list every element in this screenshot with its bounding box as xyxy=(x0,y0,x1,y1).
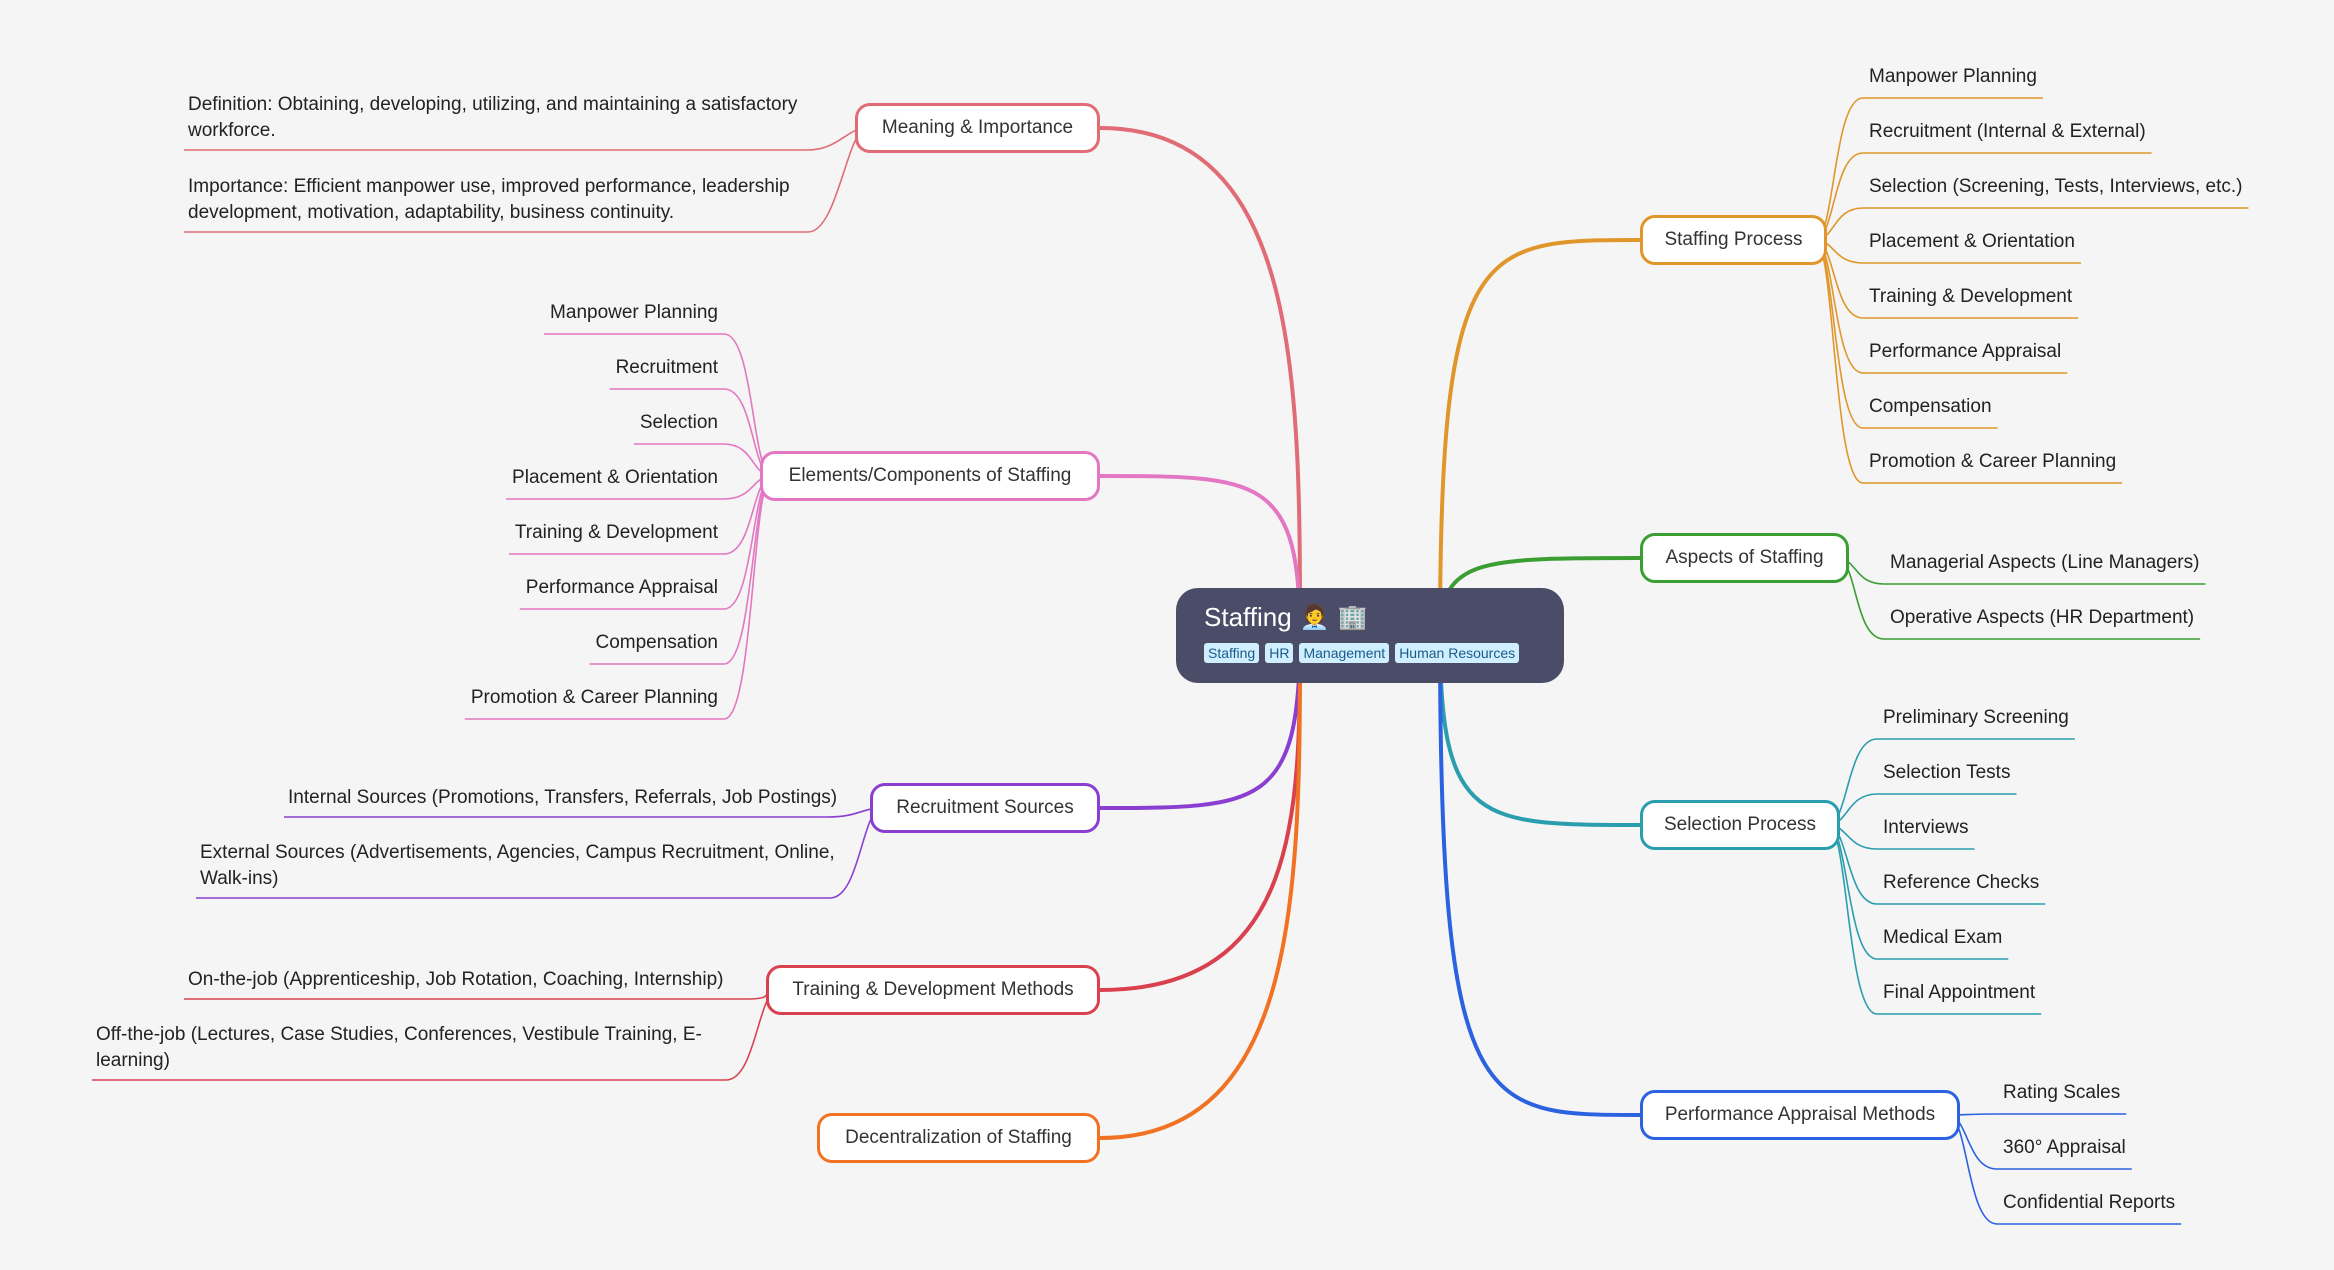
leaf-appraisal-2[interactable]: Confidential Reports xyxy=(2003,1192,2176,1213)
root-link-elements xyxy=(1099,474,1302,637)
leaf-process-7[interactable]: Promotion & Career Planning xyxy=(1869,451,2117,472)
branch-node-selection[interactable]: Selection Process xyxy=(1640,800,1840,850)
leaf-selection-5[interactable]: Final Appointment xyxy=(1883,982,2036,1003)
leaf-link-selection-5 xyxy=(1827,824,1878,1015)
branch-node-appraisal[interactable]: Performance Appraisal Methods xyxy=(1640,1090,1960,1140)
branch-node-process[interactable]: Staffing Process xyxy=(1640,215,1827,265)
leaf-process-2[interactable]: Selection (Screening, Tests, Interviews,… xyxy=(1869,176,2243,197)
tag-human-resources[interactable]: Human Resources xyxy=(1395,643,1520,663)
leaf-selection-2[interactable]: Interviews xyxy=(1883,817,1969,838)
leaf-appraisal-1[interactable]: 360° Appraisal xyxy=(2003,1137,2126,1158)
branch-node-elements[interactable]: Elements/Components of Staffing xyxy=(760,451,1100,501)
leaf-elements-1[interactable]: Recruitment xyxy=(615,357,718,378)
leaf-training-0[interactable]: On-the-job (Apprenticeship, Job Rotation… xyxy=(188,969,724,990)
leaf-recruitment-0[interactable]: Internal Sources (Promotions, Transfers,… xyxy=(288,787,838,808)
leaf-meaning-0[interactable]: Definition: Obtaining, developing, utili… xyxy=(188,94,798,141)
leaf-elements-3[interactable]: Placement & Orientation xyxy=(512,467,718,488)
leaf-process-4[interactable]: Training & Development xyxy=(1869,286,2073,307)
leaf-selection-3[interactable]: Reference Checks xyxy=(1883,872,2040,893)
leaf-process-1[interactable]: Recruitment (Internal & External) xyxy=(1869,121,2146,142)
root-link-training xyxy=(1099,635,1302,992)
root-link-appraisal xyxy=(1438,635,1641,1117)
root-title: Staffing 🧑‍💼 🏢 xyxy=(1204,602,1536,633)
tag-hr[interactable]: HR xyxy=(1265,643,1294,663)
leaf-aspects-1[interactable]: Operative Aspects (HR Department) xyxy=(1890,607,2195,628)
leaf-training-1[interactable]: Off-the-job (Lectures, Case Studies, Con… xyxy=(96,1024,702,1071)
leaf-selection-1[interactable]: Selection Tests xyxy=(1883,762,2011,783)
branch-node-decentral[interactable]: Decentralization of Staffing xyxy=(817,1113,1100,1163)
leaf-process-6[interactable]: Compensation xyxy=(1869,396,1992,417)
building-emoji-icon: 🏢 xyxy=(1337,604,1368,631)
leaf-elements-5[interactable]: Performance Appraisal xyxy=(525,577,718,598)
leaf-appraisal-0[interactable]: Rating Scales xyxy=(2003,1082,2121,1103)
leaf-meaning-1[interactable]: Importance: Efficient manpower use, impr… xyxy=(188,176,790,223)
branch-node-meaning[interactable]: Meaning & Importance xyxy=(855,103,1100,153)
branch-node-recruitment[interactable]: Recruitment Sources xyxy=(870,783,1100,833)
tag-management[interactable]: Management xyxy=(1299,643,1390,663)
leaf-elements-0[interactable]: Manpower Planning xyxy=(550,302,718,323)
leaf-elements-6[interactable]: Compensation xyxy=(595,632,718,653)
leaf-process-3[interactable]: Placement & Orientation xyxy=(1869,231,2075,252)
root-title-text: Staffing xyxy=(1204,602,1292,632)
leaf-process-0[interactable]: Manpower Planning xyxy=(1869,66,2037,87)
leaf-recruitment-1[interactable]: External Sources (Advertisements, Agenci… xyxy=(200,842,835,889)
branch-node-aspects[interactable]: Aspects of Staffing xyxy=(1640,533,1849,583)
branch-node-training[interactable]: Training & Development Methods xyxy=(766,965,1100,1015)
leaf-selection-0[interactable]: Preliminary Screening xyxy=(1883,707,2069,728)
leaf-elements-7[interactable]: Promotion & Career Planning xyxy=(470,687,718,708)
root-node[interactable]: Staffing 🧑‍💼 🏢 Staffing HR Management Hu… xyxy=(1176,588,1564,683)
tag-staffing[interactable]: Staffing xyxy=(1204,643,1260,663)
leaf-aspects-0[interactable]: Managerial Aspects (Line Managers) xyxy=(1890,552,2200,573)
leaf-selection-4[interactable]: Medical Exam xyxy=(1883,927,2003,948)
root-link-selection xyxy=(1438,635,1641,827)
root-tags: Staffing HR Management Human Resources xyxy=(1204,643,1536,663)
root-link-decentral xyxy=(1099,635,1302,1140)
root-link-meaning xyxy=(1099,126,1302,637)
leaf-elements-4[interactable]: Training & Development xyxy=(514,522,718,543)
leaf-process-5[interactable]: Performance Appraisal xyxy=(1869,341,2062,362)
root-link-process xyxy=(1438,238,1641,637)
leaf-elements-2[interactable]: Selection xyxy=(639,412,718,433)
person-emoji-icon: 🧑‍💼 xyxy=(1299,604,1330,631)
